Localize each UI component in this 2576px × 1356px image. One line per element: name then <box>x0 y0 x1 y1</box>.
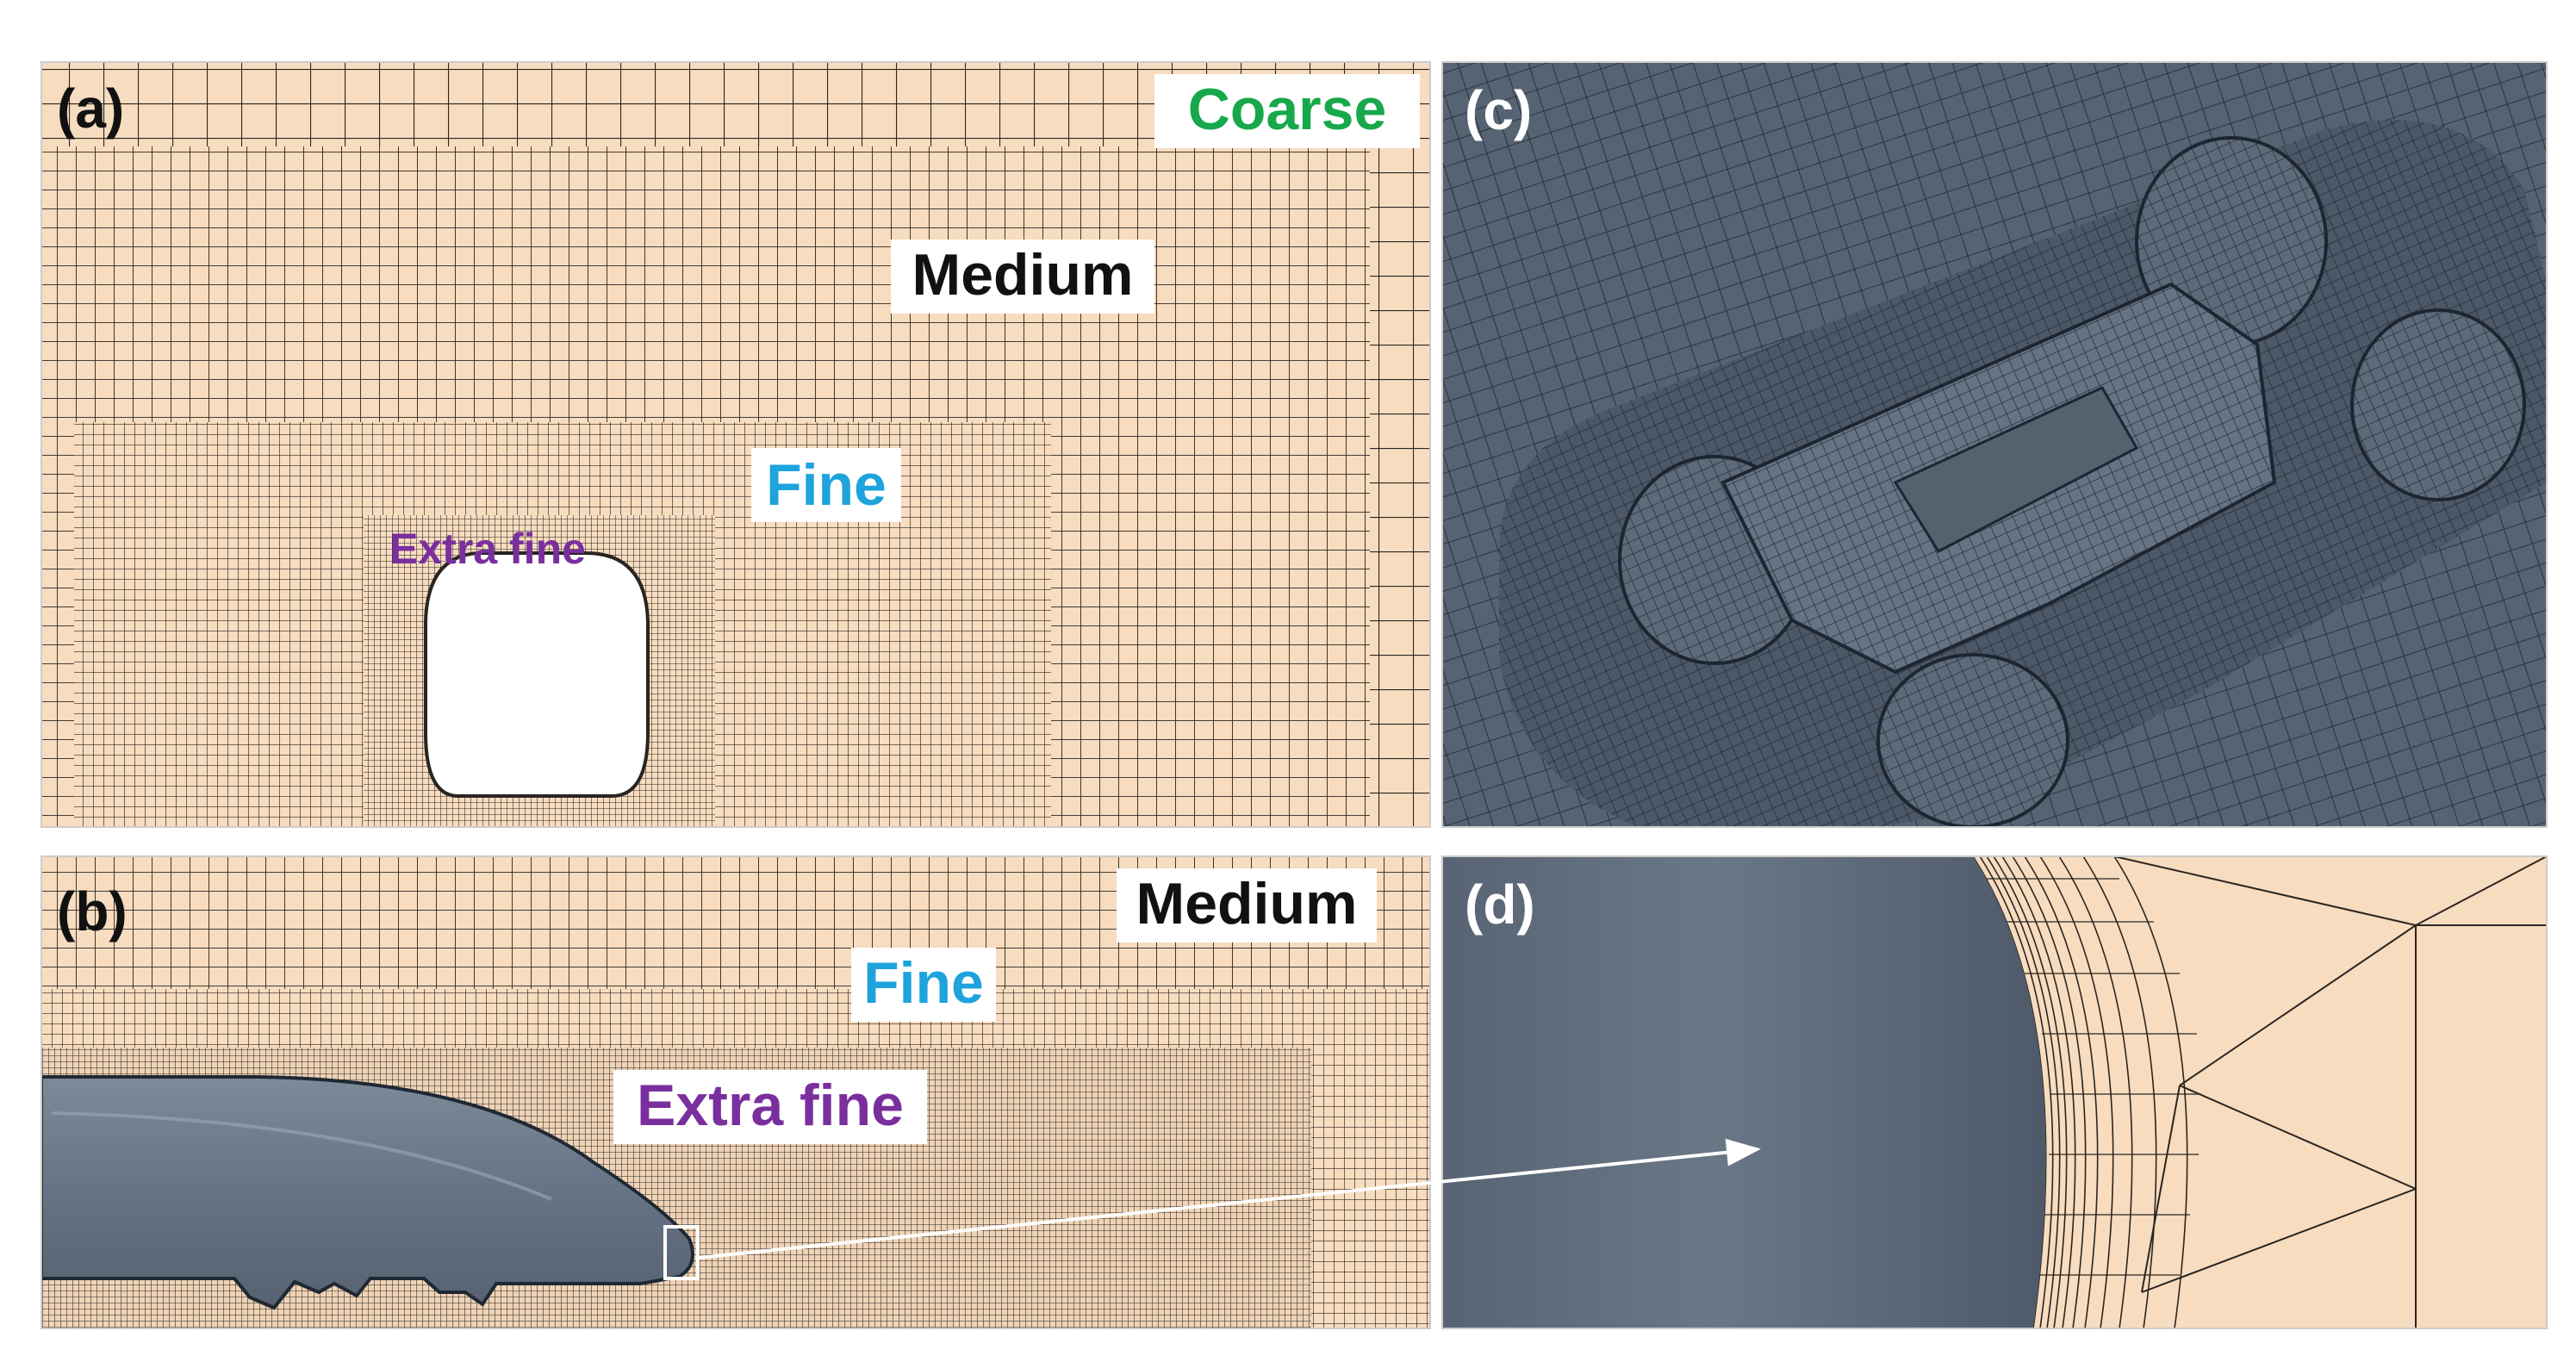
fine-label-box-a <box>751 448 901 522</box>
panel-b-zoom-box <box>663 1225 700 1280</box>
coarse-label-box <box>1154 74 1420 148</box>
medium-label-a: Medium <box>912 242 1134 308</box>
fine-label-b: Fine <box>863 950 984 1016</box>
extra-fine-label-b: Extra fine <box>637 1073 904 1138</box>
coarse-label: Coarse <box>1188 77 1387 142</box>
panel-d-triangle-cells <box>2113 856 2547 1328</box>
panel-c-letter: (c) <box>1465 79 1532 141</box>
panel-c <box>1442 62 2547 827</box>
fine-label-box-b <box>851 948 996 1022</box>
medium-label-b: Medium <box>1136 871 1358 936</box>
zoom-arrow <box>697 1138 1761 1260</box>
extra-fine-label-a: Extra fine <box>389 525 586 573</box>
panel-d <box>1442 856 2547 1328</box>
panel-a-train-cross-section <box>424 551 650 798</box>
fine-label-a: Fine <box>766 452 887 518</box>
panel-a <box>41 62 1430 827</box>
panel-d-letter: (d) <box>1465 874 1535 936</box>
panel-a-letter: (a) <box>57 78 124 140</box>
extra-fine-label-box-b <box>613 1070 927 1144</box>
medium-label-box-b <box>1117 868 1377 942</box>
panel-b-letter: (b) <box>57 880 128 942</box>
panel-d-train-nose-surface <box>1442 856 2046 1328</box>
panel-b-train-body <box>41 1075 694 1310</box>
medium-label-box-a <box>891 239 1154 314</box>
